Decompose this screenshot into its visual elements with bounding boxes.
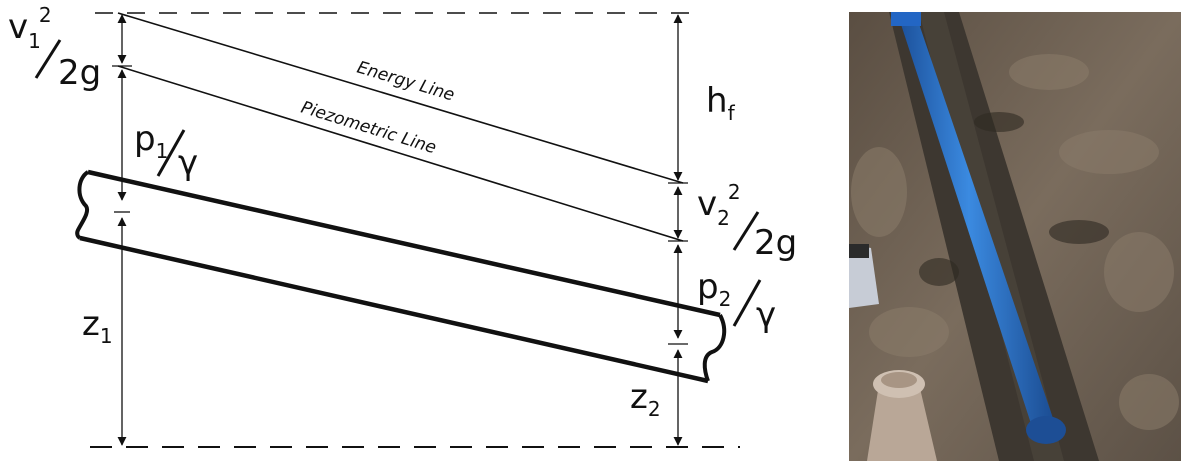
- svg-text:z1: z1: [82, 304, 113, 348]
- post-object: [867, 370, 937, 461]
- svg-text:p2: p2: [697, 267, 731, 311]
- soil-texture: [851, 54, 1179, 430]
- blue-pipe: [897, 12, 1057, 436]
- svg-text:z2: z2: [630, 377, 661, 421]
- svg-text:p1: p1: [134, 119, 168, 163]
- piezometric-line: [117, 65, 684, 242]
- velocity-head-2-label: v22 2g: [697, 180, 797, 263]
- pressure-head-1-label: p1 γ: [134, 119, 198, 183]
- svg-text:v22: v22: [697, 180, 741, 230]
- pipe: [75, 169, 727, 384]
- elevation-1-label: z1: [82, 304, 113, 348]
- energy-line: [117, 12, 684, 184]
- elevation-2-label: z2: [630, 377, 661, 421]
- svg-text:hf: hf: [706, 81, 736, 125]
- pipe-end-cap: [1026, 416, 1066, 444]
- svg-text:2g: 2g: [58, 53, 101, 93]
- svg-text:v12: v12: [8, 3, 52, 53]
- svg-text:2g: 2g: [754, 223, 797, 263]
- svg-text:γ: γ: [178, 143, 198, 183]
- right-dimension: [668, 14, 688, 446]
- svg-text:γ: γ: [756, 295, 776, 335]
- pipe-trench-photo: [849, 12, 1181, 461]
- hydraulic-grade-diagram: Energy Line Piezometric Line v12 2g p1 γ: [8, 3, 797, 448]
- head-loss-label: hf: [706, 81, 736, 125]
- boot: [849, 244, 879, 308]
- velocity-head-1-label: v12 2g: [8, 3, 101, 93]
- pressure-head-2-label: p2 γ: [697, 267, 776, 335]
- energy-line-label: Energy Line: [355, 58, 457, 106]
- left-dimension: [112, 14, 132, 446]
